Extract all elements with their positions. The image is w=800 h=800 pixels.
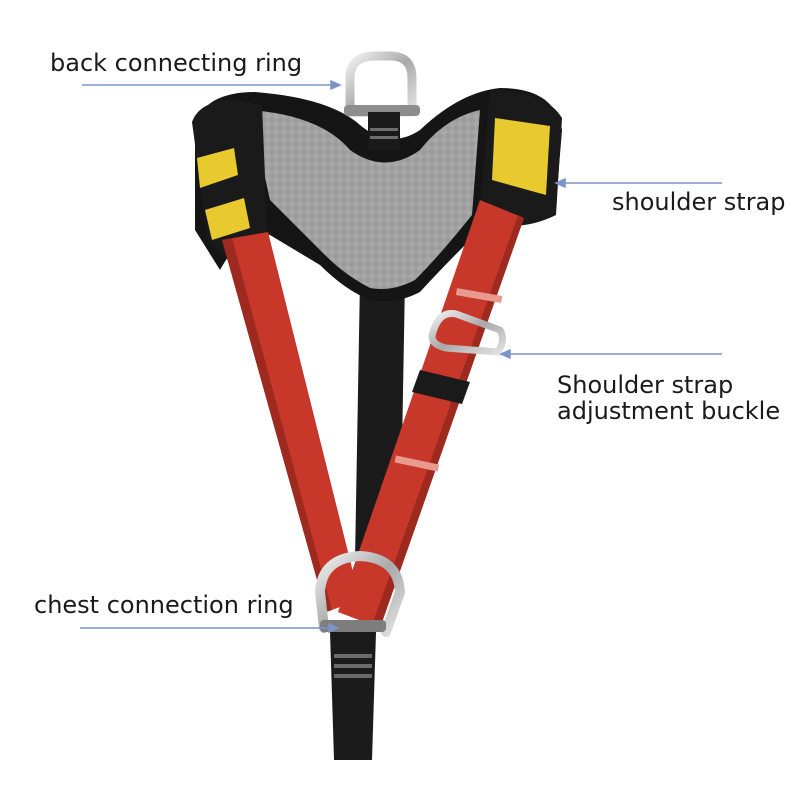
buckle-label-line2: adjustment buckle [557, 397, 781, 425]
chest-ring-label: chest connection ring [34, 591, 294, 619]
right-red-strap [338, 200, 524, 628]
pointer-lines [80, 79, 722, 634]
right-shoulder-pad [480, 90, 562, 227]
left-shoulder-pad [192, 100, 268, 270]
buckle-label-line1: Shoulder strap [557, 371, 734, 399]
back-pad [195, 88, 562, 302]
left-red-strap [222, 232, 360, 612]
shoulder-strap-label: shoulder strap [612, 188, 786, 216]
back-d-ring-icon [344, 51, 420, 150]
back-ring-label: back connecting ring [50, 49, 303, 77]
bottom-strap-tail [330, 632, 376, 760]
adjustment-buckle-icon [428, 309, 507, 356]
